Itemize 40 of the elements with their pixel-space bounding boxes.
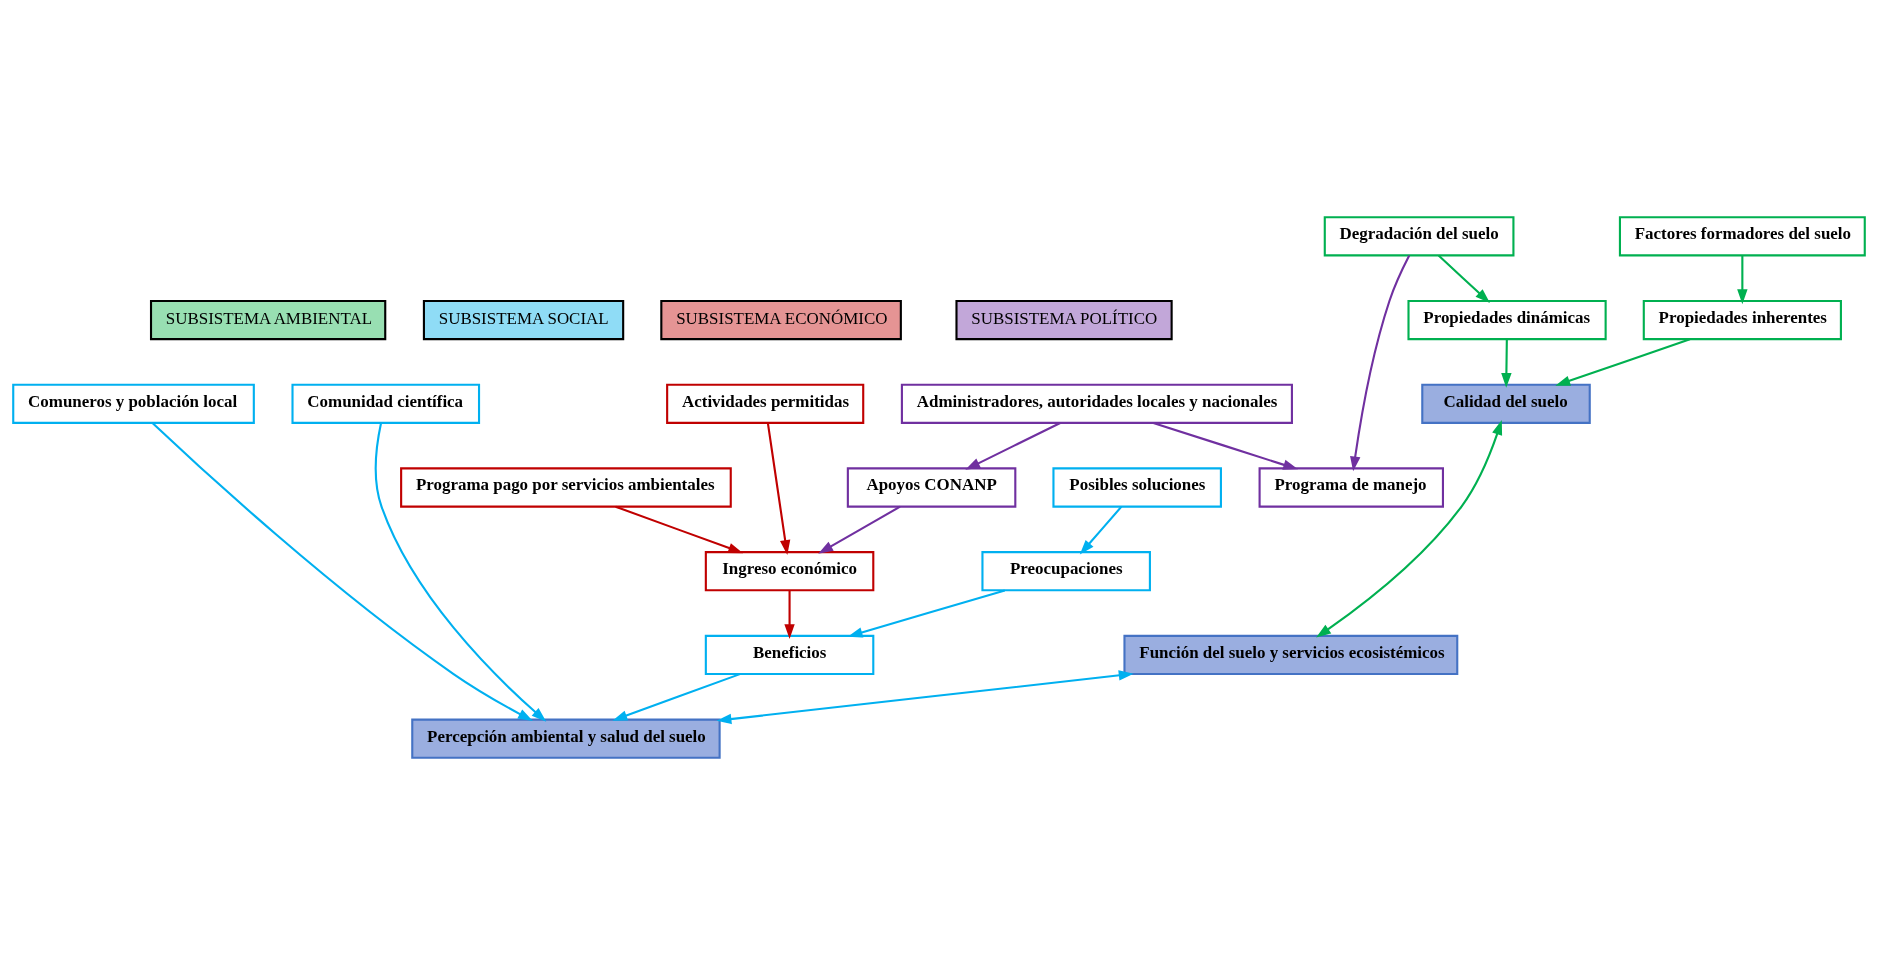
node-box: SUBSISTEMA ECONÓMICO (659, 299, 902, 341)
arrow (1315, 419, 1502, 638)
arrow (817, 505, 901, 554)
node-box: Preocupaciones (980, 551, 1151, 592)
arrow (151, 422, 533, 721)
node-box: SUBSISTEMA AMBIENTAL (149, 299, 386, 341)
node-box: Ingreso económico (704, 551, 874, 592)
arrow (611, 673, 740, 721)
arrow (1500, 339, 1512, 388)
node-box: Programa pago por servicios ambientales (399, 467, 732, 508)
node-box: Actividades permitidas (665, 383, 864, 424)
node-box: Calidad del suelo (1420, 383, 1591, 424)
node-box: SUBSISTEMA POLÍTICO (954, 299, 1173, 341)
node-box: Beneficios (704, 634, 874, 676)
node-box: Posibles soluciones (1051, 467, 1222, 508)
node-box: Percepción ambiental y salud del suelo (410, 718, 721, 759)
node-box: Propiedades dinámicas (1406, 299, 1607, 341)
arrow (1554, 338, 1690, 386)
node-box: Función del suelo y servicios ecosistémicos (1122, 634, 1458, 676)
node-box: Factores formadores del suelo (1618, 216, 1866, 257)
node-box: SUBSISTEMA SOCIAL (422, 299, 624, 341)
arrow (847, 589, 1005, 638)
node-box: Apoyos CONANP (846, 467, 1016, 508)
arrow (1736, 255, 1748, 305)
arrow (1349, 255, 1410, 472)
arrow (964, 422, 1061, 470)
arrow (783, 590, 795, 640)
arrow (1437, 254, 1490, 304)
node-box: Degradación del suelo (1323, 216, 1514, 257)
node-box: Programa de manejo (1258, 467, 1444, 508)
arrow (374, 422, 546, 722)
node-box: Comuneros y población local (11, 383, 255, 424)
arrow (716, 670, 1134, 725)
node-box: Administradores, autoridades locales y nacionales (900, 383, 1293, 424)
arrow (614, 505, 743, 554)
arrow (1079, 505, 1122, 555)
arrow (1152, 421, 1298, 470)
node-box: Comunidad científica (290, 383, 480, 424)
node-box: Propiedades inherentes (1642, 299, 1842, 341)
arrow (766, 423, 790, 555)
